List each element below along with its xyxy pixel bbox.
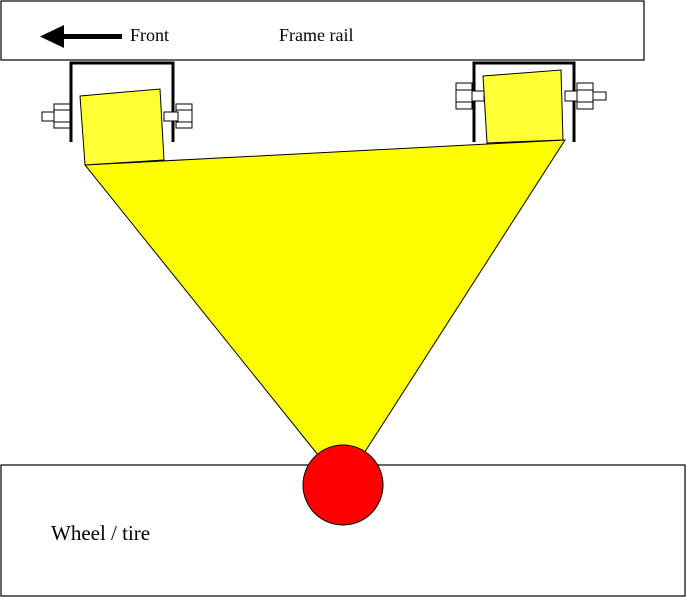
control-arm — [83, 139, 566, 487]
rear-bushing — [482, 69, 564, 144]
frame-rail-label: Frame rail — [279, 25, 353, 45]
front-mount-bracket — [69, 61, 175, 142]
rear-bolt — [455, 82, 607, 110]
ball-joint — [302, 444, 384, 526]
front-bushing — [79, 88, 165, 166]
front-bolt — [41, 103, 193, 129]
front-label: Front — [130, 25, 169, 45]
arrow-left-icon — [40, 25, 122, 48]
wheel-label: Wheel / tire — [51, 521, 150, 545]
frame-rail — [0, 0, 645, 61]
rear-mount-bracket — [472, 61, 576, 142]
